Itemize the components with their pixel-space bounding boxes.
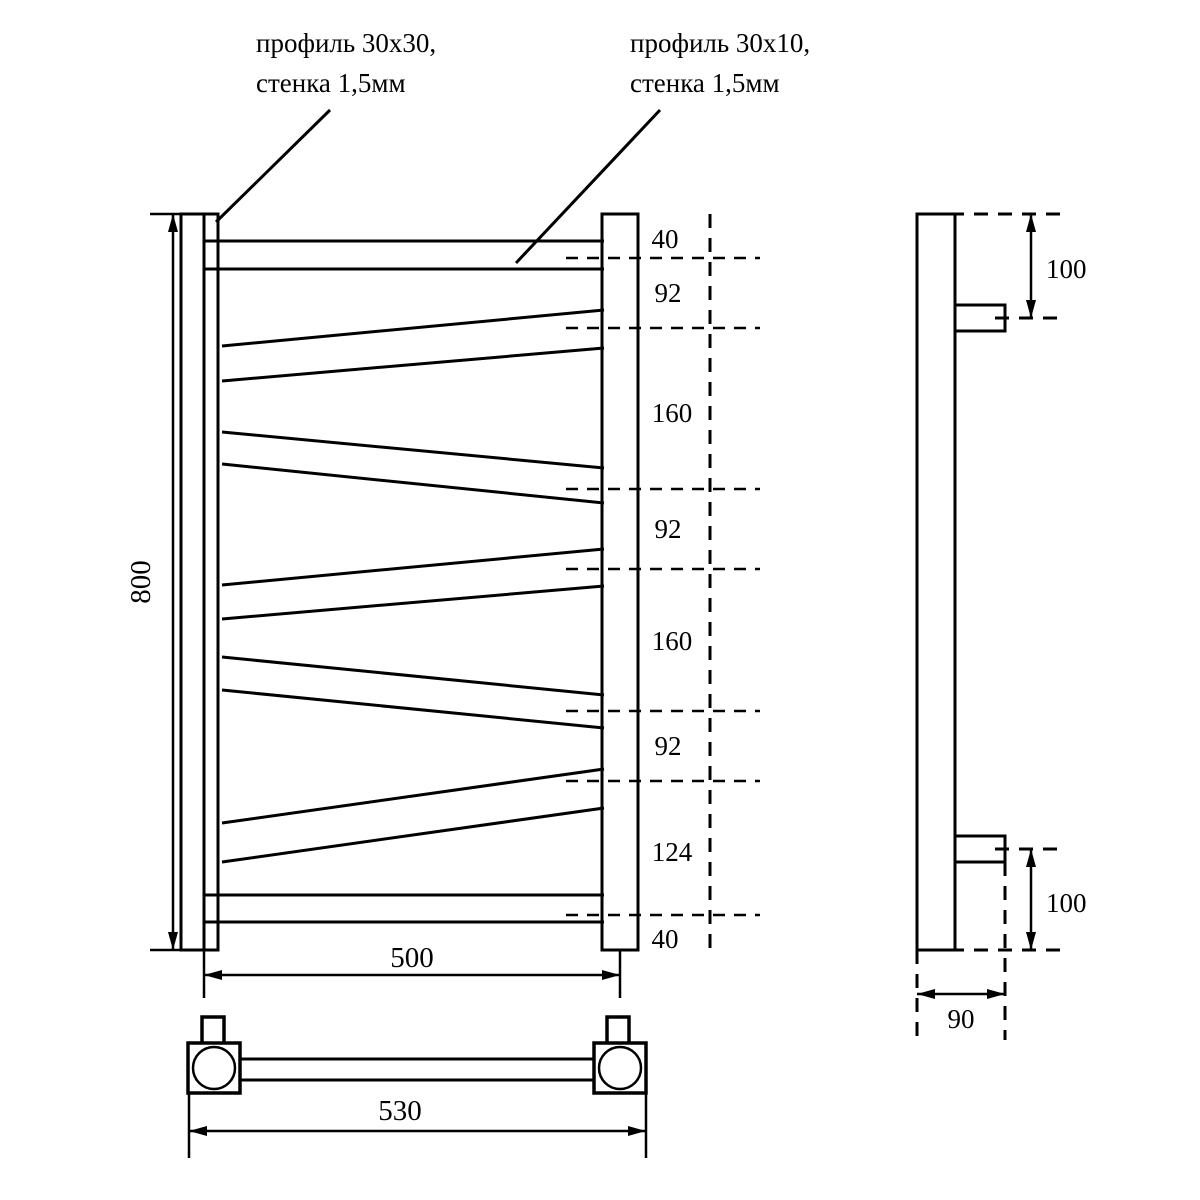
chain-label-5: 160 bbox=[652, 626, 693, 656]
note-right-line2: стенка 1,5мм bbox=[630, 68, 780, 98]
height-dimension-label: 800 bbox=[125, 560, 157, 604]
chain-label-7: 124 bbox=[652, 837, 693, 867]
side-view: 100 100 90 bbox=[915, 212, 1087, 1040]
rung-zig-2-edge-2 bbox=[221, 462, 605, 505]
leader-line-left bbox=[214, 108, 332, 224]
arrow-530-right bbox=[628, 1126, 646, 1136]
arrow-90-right bbox=[987, 989, 1005, 999]
right-post-outline bbox=[600, 212, 640, 952]
plan-right-tab bbox=[605, 1015, 631, 1047]
rung-zig-3-edge-1 bbox=[221, 547, 605, 587]
chain-label-4: 92 bbox=[655, 514, 682, 544]
arrow-500-left bbox=[204, 970, 222, 980]
side-dim-label-90: 90 bbox=[948, 1004, 975, 1034]
rung-zig-1-edge-1 bbox=[221, 308, 605, 348]
arrow-100-top-up bbox=[1026, 214, 1036, 232]
rung-zig-5-edge-1 bbox=[221, 767, 605, 825]
rung-zig-4-edge-2 bbox=[221, 688, 605, 730]
plan-dim-label-530: 530 bbox=[378, 1095, 422, 1127]
plan-left-block-circle bbox=[191, 1045, 237, 1091]
plan-connecting-bar bbox=[240, 1057, 594, 1082]
width-dimension-500 bbox=[202, 950, 622, 998]
rung-zig-2-edge-1 bbox=[221, 430, 605, 470]
note-left-line1: профиль 30x30, bbox=[256, 28, 436, 58]
arrow-100-top-down bbox=[1026, 300, 1036, 318]
leader-line-right bbox=[514, 108, 662, 265]
front-view bbox=[179, 212, 640, 952]
rung-zig-4-edge-1 bbox=[221, 655, 605, 697]
arrow-800-top bbox=[168, 214, 178, 232]
note-left-line2: стенка 1,5мм bbox=[256, 68, 406, 98]
plan-view: 530 bbox=[186, 1015, 648, 1158]
arrow-530-left bbox=[189, 1126, 207, 1136]
chain-label-6: 92 bbox=[655, 731, 682, 761]
side-dim-label-100-top: 100 bbox=[1046, 254, 1087, 284]
rung-zig-1-edge-2 bbox=[221, 346, 605, 383]
arrow-100-bottom-down bbox=[1026, 932, 1036, 950]
rung-zig-5-edge-2 bbox=[221, 806, 605, 864]
width-dimension-label: 500 bbox=[390, 942, 434, 974]
plan-left-tab bbox=[200, 1015, 226, 1047]
height-dimension-800 bbox=[150, 212, 218, 952]
side-view-post-outline bbox=[915, 212, 957, 952]
plan-right-block-circle bbox=[597, 1045, 643, 1091]
rung-zig-3-edge-2 bbox=[221, 584, 605, 621]
arrowheads-800 bbox=[168, 214, 178, 950]
left-post-outline bbox=[179, 212, 220, 952]
chain-label-1: 40 bbox=[652, 224, 679, 254]
chain-label-2: 92 bbox=[655, 278, 682, 308]
note-right-line1: профиль 30x10, bbox=[630, 28, 810, 58]
chain-label-8: 40 bbox=[652, 924, 679, 954]
chain-dashed-witness-lines bbox=[566, 256, 760, 917]
note-leaders bbox=[214, 108, 662, 265]
front-right-post bbox=[600, 212, 640, 952]
chain-label-3: 160 bbox=[652, 398, 693, 428]
side-dim-label-100-bottom: 100 bbox=[1046, 888, 1087, 918]
arrowheads-500 bbox=[204, 970, 620, 980]
arrow-800-bottom bbox=[168, 932, 178, 950]
arrow-100-bottom-up bbox=[1026, 849, 1036, 867]
arrow-500-right bbox=[602, 970, 620, 980]
arrow-90-left bbox=[917, 989, 935, 999]
front-left-post bbox=[179, 212, 220, 952]
plan-dim-530 bbox=[187, 1093, 648, 1158]
front-rungs bbox=[204, 239, 605, 924]
